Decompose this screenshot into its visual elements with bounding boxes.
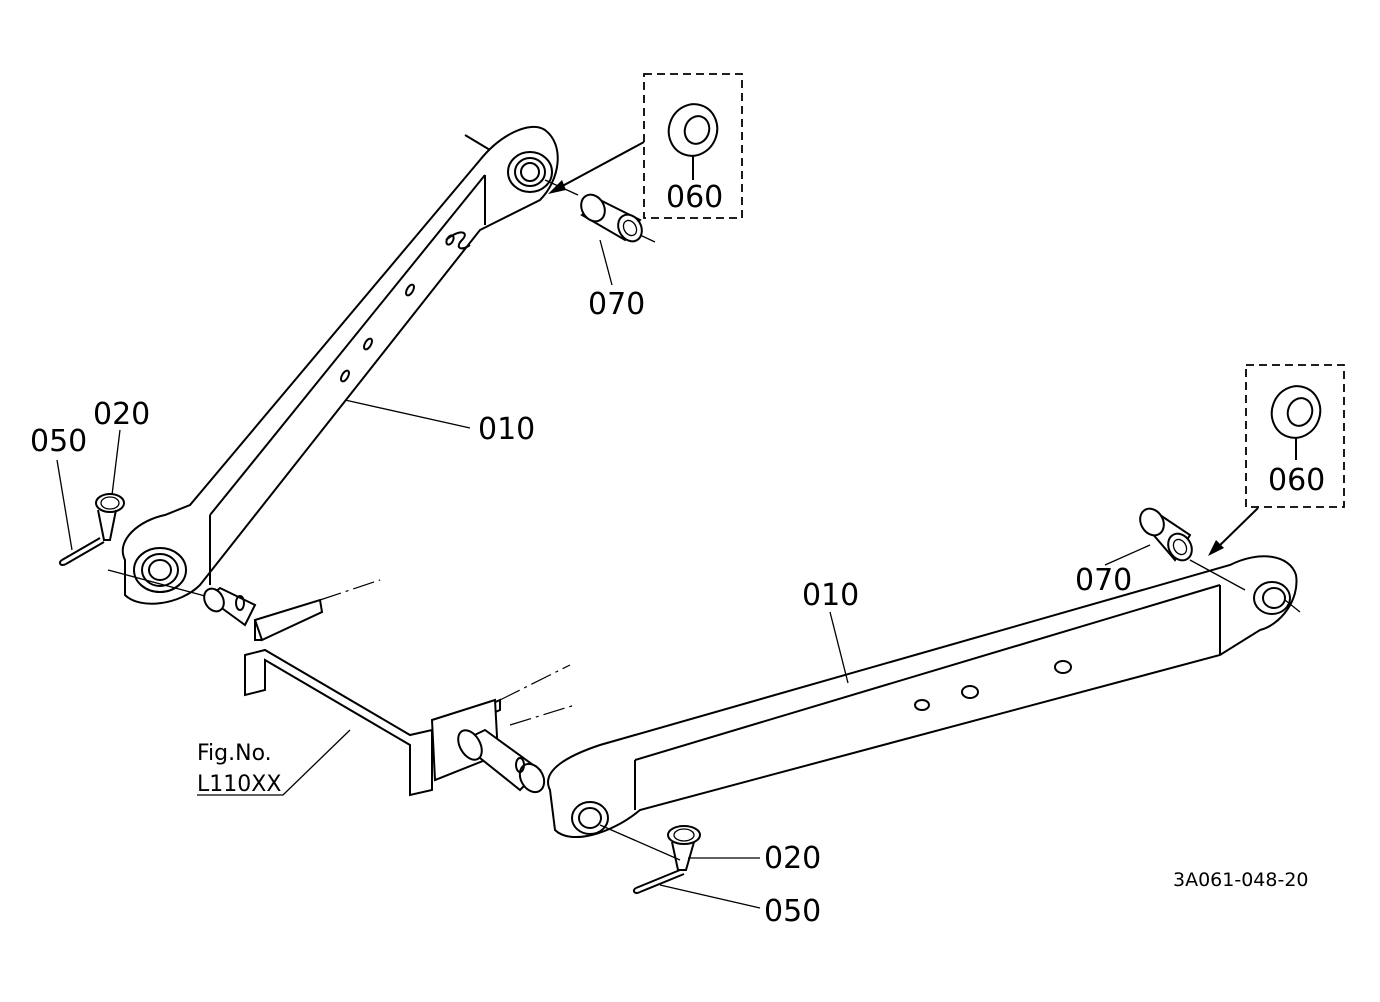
leader-lines (56, 239, 1151, 909)
label-upper-arm: 010 (478, 412, 535, 447)
lower-pin (667, 825, 701, 871)
fig-ref-line1: Fig.No. (197, 741, 272, 766)
lower-bushing (1139, 507, 1246, 591)
lower-lift-arm (547, 555, 1301, 838)
label-lower-pin: 020 (764, 841, 821, 876)
drawing-code: 3A061-048-20 (1173, 869, 1309, 891)
upper-washer-inset (643, 73, 743, 219)
drawbar-bracket (203, 579, 576, 797)
label-upper-bushing: 070 (588, 287, 645, 322)
label-upper-pin: 020 (93, 397, 150, 432)
label-lower-cotter: 050 (764, 894, 821, 929)
upper-lift-arm (121, 125, 559, 605)
label-lower-washer: 060 (1268, 463, 1325, 498)
upper-cotter-pin (58, 537, 105, 566)
label-upper-cotter: 050 (30, 424, 87, 459)
label-lower-arm: 010 (802, 578, 859, 613)
fig-ref-line2: L110XX (197, 772, 281, 797)
upper-pin (95, 493, 125, 541)
figure-reference: Fig.No. L110XX (197, 729, 351, 797)
label-lower-bushing: 070 (1075, 563, 1132, 598)
lower-washer-inset (1245, 364, 1345, 508)
label-upper-washer: 060 (666, 180, 723, 215)
lower-cotter-pin (632, 869, 685, 894)
upper-washer-arrow (548, 141, 645, 194)
lower-washer-arrow (1208, 507, 1259, 556)
upper-bushing (544, 179, 656, 243)
